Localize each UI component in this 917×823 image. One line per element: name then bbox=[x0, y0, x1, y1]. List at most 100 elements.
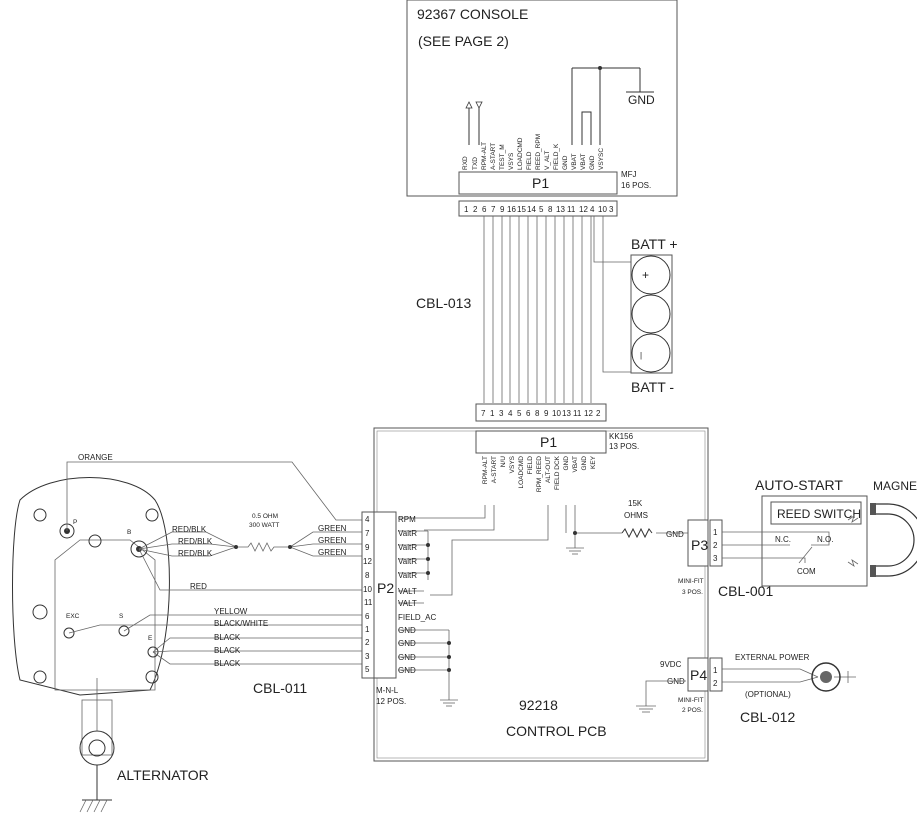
pin-number: 1 bbox=[490, 409, 495, 418]
alternator-body bbox=[12, 477, 170, 696]
wire-label: GREEN bbox=[318, 548, 347, 557]
pin-number: 7 bbox=[365, 529, 370, 538]
console-subtitle: (SEE PAGE 2) bbox=[418, 33, 509, 49]
pin-number: 2 bbox=[365, 638, 370, 647]
console-pin-name: VSYSC bbox=[598, 148, 605, 170]
resistor-15k-value: 15K bbox=[628, 499, 643, 508]
resistor-wattage: 300 WATT bbox=[249, 522, 279, 529]
cbl-013: 1 2 6 7 9 16 15 14 5 8 13 11 12 4 10 3 bbox=[416, 200, 678, 422]
wire-label: GREEN bbox=[318, 524, 347, 533]
p4-pin-number: 2 bbox=[713, 679, 718, 688]
pin-number: 13 bbox=[562, 409, 571, 418]
p2-pin-name: GND bbox=[398, 639, 416, 648]
svg-text:|: | bbox=[640, 351, 642, 360]
power-jack-icon bbox=[811, 662, 841, 692]
wire-label: BLACK bbox=[214, 659, 241, 668]
reed-no-label: N.O. bbox=[817, 535, 833, 544]
console-pin-name: GND bbox=[562, 155, 569, 170]
p2-pin-name: GND bbox=[398, 626, 416, 635]
console-p1-connector bbox=[458, 171, 618, 195]
console-pos-label: 16 POS. bbox=[621, 181, 651, 190]
batt-minus-label: BATT - bbox=[631, 379, 674, 395]
pcb-pin-name: FIELD bbox=[527, 456, 534, 475]
pin-number: 16 bbox=[507, 205, 516, 214]
pin-number: 9 bbox=[365, 543, 370, 552]
pcb-traces bbox=[398, 505, 688, 707]
console-pin-names: RXD TXD RPM-ALT A-START TEST_M VSYS LOAD… bbox=[462, 134, 605, 170]
pcb-pin-name: RPM_REED bbox=[536, 456, 543, 492]
pin-number: 8 bbox=[365, 571, 370, 580]
reed-switch-label: REED SWITCH bbox=[777, 507, 861, 521]
pin-number: 3 bbox=[609, 205, 614, 214]
p2-pin-strip bbox=[361, 511, 375, 679]
console-pin-name: FIELD bbox=[526, 151, 533, 170]
console-pin-name: GND bbox=[589, 155, 596, 170]
batt-plus-label: BATT + bbox=[631, 236, 678, 252]
pin-number: 3 bbox=[499, 409, 504, 418]
pin-number: 4 bbox=[590, 205, 595, 214]
console-mfj-label: MFJ bbox=[621, 170, 637, 179]
auto-start-title: AUTO-START bbox=[755, 477, 843, 493]
pcb-p3-gnd: GND bbox=[666, 530, 684, 539]
pcb-p2-type: M-N-L bbox=[376, 686, 399, 695]
p2-pin-name: GND bbox=[398, 653, 416, 662]
wire-label: RED bbox=[190, 582, 207, 591]
wire-label: BLACK bbox=[214, 633, 241, 642]
alternator-wires bbox=[66, 461, 374, 665]
external-power: 1 2 EXTERNAL POWER (OPTIONAL) CBL-012 bbox=[709, 653, 856, 725]
p3-pin-number: 1 bbox=[713, 528, 718, 537]
pin-number: 1 bbox=[464, 205, 469, 214]
p2-pin-name: VaitR bbox=[398, 571, 417, 580]
pin-number: 12 bbox=[363, 557, 372, 566]
cbl-012-label: CBL-012 bbox=[740, 709, 795, 725]
resistor-15k bbox=[621, 527, 653, 539]
console-gnd-label: GND bbox=[628, 93, 655, 107]
pcb-pin-numbers: 7 1 3 4 5 6 8 9 10 13 11 12 2 bbox=[481, 409, 601, 418]
pcb-p4-type: MINI-FIT bbox=[678, 697, 704, 704]
console-box bbox=[406, 0, 678, 197]
pcb-pin-name: A-START bbox=[491, 456, 498, 483]
pcb-pin-name: RPM-ALT bbox=[482, 456, 489, 484]
pcb-pin-name: LOADCMD bbox=[518, 456, 525, 489]
console-pin-name: RPM-ALT bbox=[481, 142, 488, 170]
pin-number: 12 bbox=[584, 409, 593, 418]
pcb-p2-label: P2 bbox=[377, 580, 394, 596]
pcb-p4-pos: 2 POS. bbox=[682, 707, 703, 714]
pcb-p3-connector bbox=[687, 519, 709, 567]
pcb-kk156-label: KK156 bbox=[609, 432, 634, 441]
pcb-p4-9vdc: 9VDC bbox=[660, 660, 682, 669]
console-pin-name: VBAT bbox=[571, 153, 578, 170]
pcb-pin-name: VSYS bbox=[509, 455, 516, 473]
pin-number: 6 bbox=[365, 612, 370, 621]
pcb-junctions bbox=[426, 531, 577, 672]
terminal-s-label: S bbox=[119, 613, 124, 620]
pcb-p3-label: P3 bbox=[691, 537, 708, 553]
resistor-15k-unit: OHMS bbox=[624, 511, 648, 520]
p2-pin-name: VaitR bbox=[398, 557, 417, 566]
resistor-value: 0.5 OHM bbox=[252, 513, 278, 520]
pin-number: 1 bbox=[365, 625, 370, 634]
pcb-p1-label: P1 bbox=[540, 434, 557, 450]
cbl-013-wires bbox=[483, 216, 637, 403]
console-pin-numbers: 1 2 6 7 9 16 15 14 5 8 13 11 12 4 10 3 bbox=[464, 205, 614, 214]
pcb-pin-strip bbox=[475, 403, 607, 422]
pcb-pin-name: GND bbox=[563, 456, 570, 471]
pin-number: 2 bbox=[473, 205, 478, 214]
p2-pin-name: VALT bbox=[398, 587, 417, 596]
terminal-exc-label: EXC bbox=[66, 613, 80, 620]
pin-number: 10 bbox=[363, 585, 372, 594]
p3-pin-number: 3 bbox=[713, 554, 718, 563]
pcb-pin-name: VBAT bbox=[572, 456, 579, 473]
console-block: 92367 CONSOLE (SEE PAGE 2) GND P1 MFJ 16… bbox=[406, 0, 678, 197]
pin-number: 14 bbox=[527, 205, 536, 214]
console-title: 92367 CONSOLE bbox=[417, 6, 528, 22]
wire-label-orange: ORANGE bbox=[78, 453, 113, 462]
console-pin-name: V_ALT bbox=[544, 151, 551, 170]
pin-number: 7 bbox=[491, 205, 496, 214]
console-pin-name: FIELD_K bbox=[553, 143, 560, 170]
alternator-label: ALTERNATOR bbox=[117, 767, 209, 783]
ground-icon bbox=[79, 799, 108, 813]
p2-pin-name: RPM bbox=[398, 515, 416, 524]
console-pin-name: RXD bbox=[462, 156, 469, 170]
pin-number: 9 bbox=[500, 205, 505, 214]
